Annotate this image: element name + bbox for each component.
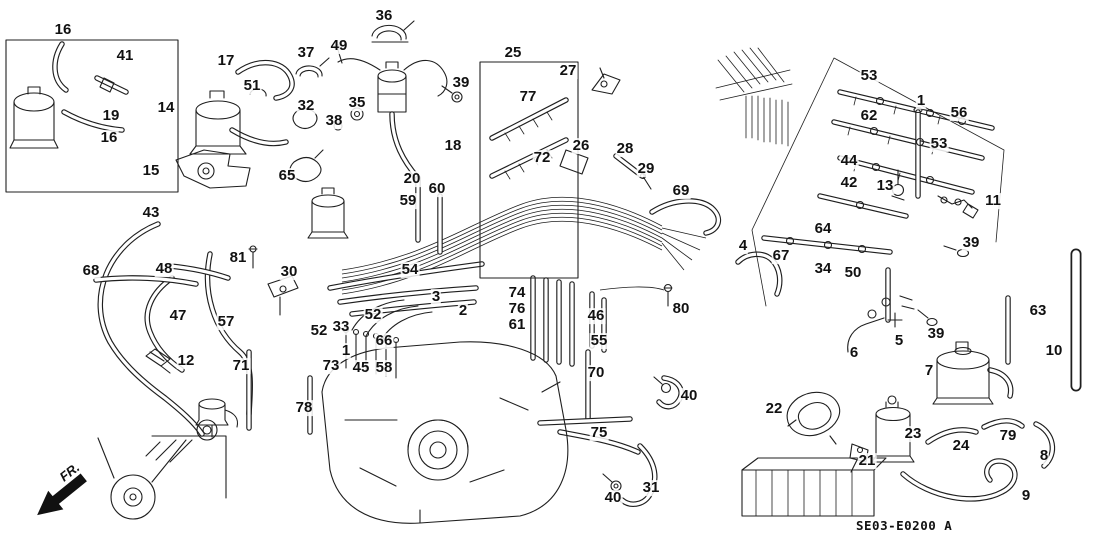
callout-48: 48 (154, 260, 174, 278)
callout-73: 73 (321, 357, 341, 375)
callout-67: 67 (771, 247, 791, 265)
callout-55: 55 (589, 332, 609, 350)
callout-54: 54 (400, 261, 420, 279)
callout-21: 21 (857, 452, 877, 470)
callout-78: 78 (294, 399, 314, 417)
callout-46: 46 (586, 307, 606, 325)
callout-22: 22 (764, 400, 784, 418)
callout-47: 47 (168, 307, 188, 325)
callout-16: 16 (99, 129, 119, 147)
callout-50: 50 (843, 264, 863, 282)
callout-27: 27 (558, 62, 578, 80)
callout-7: 7 (923, 362, 935, 380)
callout-76: 76 (507, 300, 527, 318)
callout-12: 12 (176, 352, 196, 370)
callout-11: 11 (984, 192, 1002, 210)
callout-39: 39 (961, 234, 981, 252)
callout-40: 40 (603, 489, 623, 507)
callout-64: 64 (813, 220, 833, 238)
callout-53: 53 (929, 135, 949, 153)
callout-1: 1 (915, 92, 927, 110)
callout-59: 59 (398, 192, 418, 210)
callout-23: 23 (903, 425, 923, 443)
callout-19: 19 (101, 107, 121, 125)
callout-77: 77 (518, 88, 538, 106)
part-code-label: SE03-E0200 A (856, 518, 953, 533)
callout-38: 38 (324, 112, 344, 130)
callout-26: 26 (571, 137, 591, 155)
callout-6: 6 (848, 344, 860, 362)
callout-68: 68 (81, 262, 101, 280)
callout-60: 60 (427, 180, 447, 198)
callout-56: 56 (949, 104, 969, 122)
callout-45: 45 (351, 359, 371, 377)
callout-28: 28 (615, 140, 635, 158)
callout-13: 13 (875, 177, 895, 195)
callout-53: 53 (859, 67, 879, 85)
callout-2: 2 (457, 302, 469, 320)
hoses-art (55, 44, 1076, 504)
callout-1: 1 (340, 342, 352, 360)
callout-16: 16 (53, 21, 73, 39)
callout-63: 63 (1028, 302, 1048, 320)
callout-52: 52 (363, 306, 383, 324)
callout-80: 80 (671, 300, 691, 318)
callout-3: 3 (430, 288, 442, 306)
callout-72: 72 (532, 149, 552, 167)
callout-42: 42 (839, 174, 859, 192)
callout-36: 36 (374, 7, 394, 25)
callout-18: 18 (443, 137, 463, 155)
callout-58: 58 (374, 359, 394, 377)
callout-29: 29 (636, 160, 656, 178)
callout-10: 10 (1044, 342, 1064, 360)
callout-75: 75 (589, 424, 609, 442)
callout-65: 65 (277, 167, 297, 185)
callout-51: 51 (242, 77, 262, 95)
callout-30: 30 (279, 263, 299, 281)
callout-79: 79 (998, 427, 1018, 445)
callout-34: 34 (813, 260, 833, 278)
callout-62: 62 (859, 107, 879, 125)
callout-61: 61 (507, 316, 527, 334)
callout-5: 5 (893, 332, 905, 350)
callout-43: 43 (141, 204, 161, 222)
callout-81: 81 (228, 249, 248, 267)
callout-71: 71 (231, 357, 251, 375)
callout-69: 69 (671, 182, 691, 200)
callout-41: 41 (115, 47, 135, 65)
callout-70: 70 (586, 364, 606, 382)
callout-15: 15 (141, 162, 161, 180)
callout-20: 20 (402, 170, 422, 188)
callout-14: 14 (156, 99, 176, 117)
callout-24: 24 (951, 437, 971, 455)
fr-arrow-icon (37, 473, 87, 516)
callout-31: 31 (641, 479, 661, 497)
callout-9: 9 (1020, 487, 1032, 505)
component-art (5, 20, 1005, 524)
callout-52: 52 (309, 322, 329, 340)
fr-direction-indicator: FR. (37, 460, 87, 516)
callout-37: 37 (296, 44, 316, 62)
callout-40: 40 (679, 387, 699, 405)
callout-66: 66 (374, 332, 394, 350)
callout-74: 74 (507, 284, 527, 302)
callout-39: 39 (451, 74, 471, 92)
callout-33: 33 (331, 318, 351, 336)
callout-32: 32 (296, 97, 316, 115)
callout-35: 35 (347, 94, 367, 112)
callout-17: 17 (216, 52, 236, 70)
callout-4: 4 (737, 237, 749, 255)
callout-39: 39 (926, 325, 946, 343)
callout-57: 57 (216, 313, 236, 331)
callout-44: 44 (839, 152, 859, 170)
callout-25: 25 (503, 44, 523, 62)
callout-8: 8 (1038, 447, 1050, 465)
callout-49: 49 (329, 37, 349, 55)
